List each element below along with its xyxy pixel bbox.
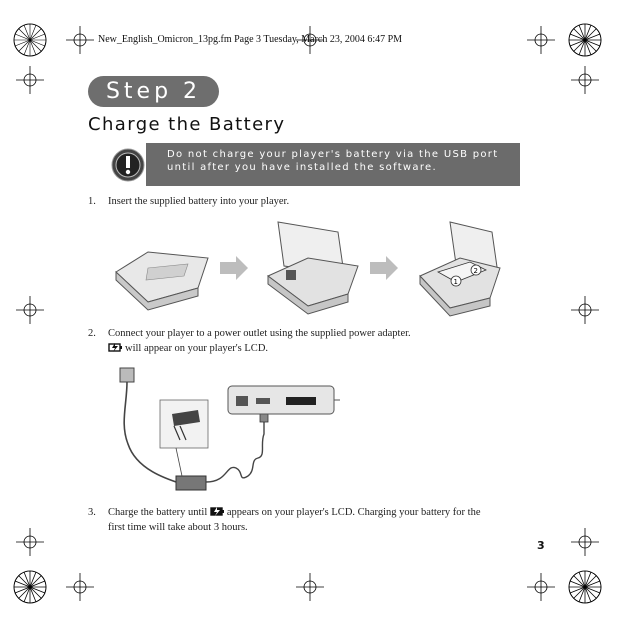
section-title: Charge the Battery xyxy=(88,114,286,135)
registration-target-top-left xyxy=(13,23,47,57)
warning-text: Do not charge your player's battery via … xyxy=(167,149,499,173)
arrow-right-icon xyxy=(220,256,248,280)
step-text-line-2-wrap: will appear on your player's LCD. xyxy=(108,341,268,356)
step-badge: Step 2 xyxy=(88,76,219,107)
crosshair-bottom-right xyxy=(527,573,555,601)
step-number: 3. xyxy=(88,507,96,518)
crosshair-left-upper xyxy=(16,66,44,94)
step-text-line-1-wrap: Charge the battery until appears on your… xyxy=(108,505,481,520)
crosshair-right-upper xyxy=(571,66,599,94)
step-3: 3. Charge the battery until appears on y… xyxy=(88,505,533,535)
arrow-right-icon xyxy=(370,256,398,280)
step-text: Insert the supplied battery into your pl… xyxy=(108,196,290,207)
step-text-before-icon: Charge the battery until xyxy=(108,507,208,518)
crosshair-top-right xyxy=(527,26,555,54)
crosshair-right-middle xyxy=(571,296,599,324)
exclamation-icon xyxy=(111,148,145,182)
player-closed-image xyxy=(115,251,209,311)
page-number: 3 xyxy=(537,539,545,552)
crosshair-right-lower xyxy=(571,528,599,556)
step-text-line-2: first time will take about 3 hours. xyxy=(108,522,248,533)
crosshair-left-middle xyxy=(16,296,44,324)
step-text-after-icon: appears on your player's LCD. Charging y… xyxy=(226,507,481,518)
registration-target-top-right xyxy=(568,23,602,57)
player-open-image xyxy=(267,221,359,315)
step-text-line-2: will appear on your player's LCD. xyxy=(125,343,269,354)
power-adapter-illustration xyxy=(119,367,340,491)
battery-insertion-illustration: 1 2 xyxy=(115,221,501,317)
registration-target-bottom-left xyxy=(13,570,47,604)
step-1: 1. Insert the supplied battery into your… xyxy=(88,194,528,209)
crosshair-bottom-left xyxy=(66,573,94,601)
callout-1: 1 xyxy=(454,278,458,286)
step-text-line-1: Connect your player to a power outlet us… xyxy=(108,328,411,339)
step-2: 2. Connect your player to a power outlet… xyxy=(88,326,528,356)
crosshair-left-lower xyxy=(16,528,44,556)
crosshair-top-center xyxy=(296,26,324,54)
player-battery-image: 1 2 xyxy=(419,221,501,317)
registration-target-bottom-right xyxy=(568,570,602,604)
step-number: 1. xyxy=(88,196,96,207)
warning-box xyxy=(146,143,520,186)
step-number: 2. xyxy=(88,328,96,339)
charging-battery-icon xyxy=(108,343,122,352)
crosshair-top-left xyxy=(66,26,94,54)
full-battery-icon xyxy=(210,507,224,516)
print-header: New_English_Omicron_13pg.fm Page 3 Tuesd… xyxy=(98,34,403,45)
crosshair-bottom-center xyxy=(296,573,324,601)
callout-2: 2 xyxy=(474,267,478,275)
